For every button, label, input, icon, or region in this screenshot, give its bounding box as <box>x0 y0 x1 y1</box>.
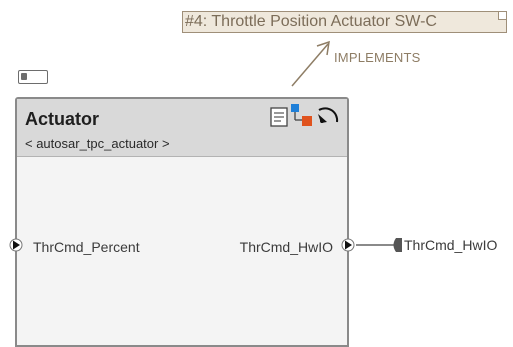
input-port-icon[interactable] <box>9 238 23 252</box>
actuator-component[interactable]: Actuator < autosar_tpc_actuator > <box>9 97 355 347</box>
external-port-label: ThrCmd_HwIO <box>404 237 498 253</box>
implements-arrow-head <box>316 40 330 56</box>
output-port-icon[interactable] <box>341 238 355 252</box>
requirement-text: #4: Throttle Position Actuator SW-C <box>185 13 437 30</box>
note-fold-corner <box>498 12 506 20</box>
block-collapse-toggle[interactable] <box>18 70 48 84</box>
architecture-hierarchy-icon[interactable] <box>291 104 312 126</box>
component-header: Actuator < autosar_tpc_actuator > <box>17 99 347 157</box>
implements-label: IMPLEMENTS <box>334 50 421 65</box>
requirement-note[interactable]: #4: Throttle Position Actuator SW-C <box>182 11 507 33</box>
component-stereotype: < autosar_tpc_actuator > <box>25 136 170 151</box>
component-title: Actuator <box>25 109 100 129</box>
requirement-doc-icon[interactable] <box>270 107 288 127</box>
header-icons <box>270 104 339 127</box>
output-port-label: ThrCmd_HwIO <box>239 239 333 255</box>
input-port-label: ThrCmd_Percent <box>33 239 140 255</box>
external-port-icon <box>393 238 402 252</box>
implements-arrow-line <box>291 43 329 87</box>
sensor-arc-icon[interactable] <box>318 107 339 123</box>
